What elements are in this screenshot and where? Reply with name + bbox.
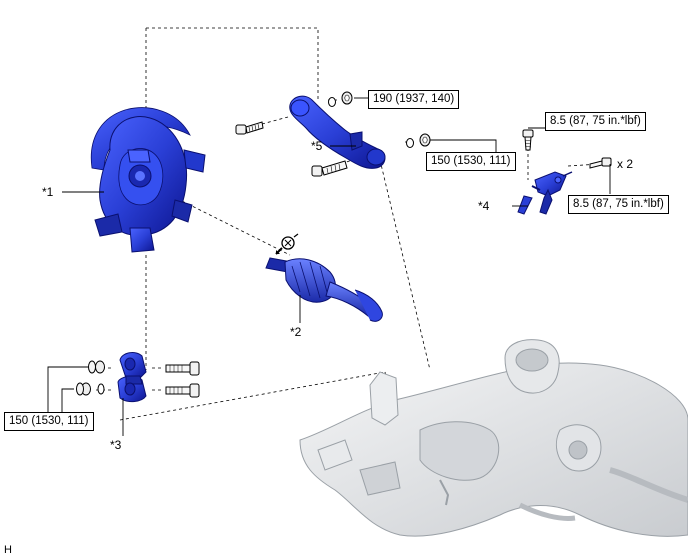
callout-part-5: *5 xyxy=(311,139,323,153)
callout-leader-lines xyxy=(47,97,611,436)
arm-bolts xyxy=(235,91,431,177)
drive-shaft xyxy=(265,257,383,322)
torque-spec-upper-arm-top: 190 (1937, 140) xyxy=(368,90,460,109)
callout-part-2: *2 xyxy=(290,325,302,339)
torque-spec-lower-link: 150 (1530, 111) xyxy=(4,412,94,431)
lower-link xyxy=(117,352,147,403)
torque-spec-bracket-right: 8.5 (87, 75 in.*lbf) xyxy=(568,195,669,214)
rear-axle-carrier xyxy=(90,107,206,253)
rear-suspension-member xyxy=(299,339,688,537)
height-control-sensor-bracket xyxy=(517,129,612,215)
torque-spec-bracket-top: 8.5 (87, 75 in.*lbf) xyxy=(545,112,646,131)
link-bolts xyxy=(76,360,200,398)
grease-symbol-icon xyxy=(275,233,299,255)
callout-part-4: *4 xyxy=(478,199,490,213)
upper-control-arm xyxy=(289,95,386,169)
quantity-label: x 2 xyxy=(617,157,634,171)
illustration-code: H xyxy=(4,544,12,556)
callout-part-3: *3 xyxy=(110,438,122,452)
torque-spec-upper-arm-bottom: 150 (1530, 111) xyxy=(426,152,516,171)
callout-part-1: *1 xyxy=(42,185,54,199)
